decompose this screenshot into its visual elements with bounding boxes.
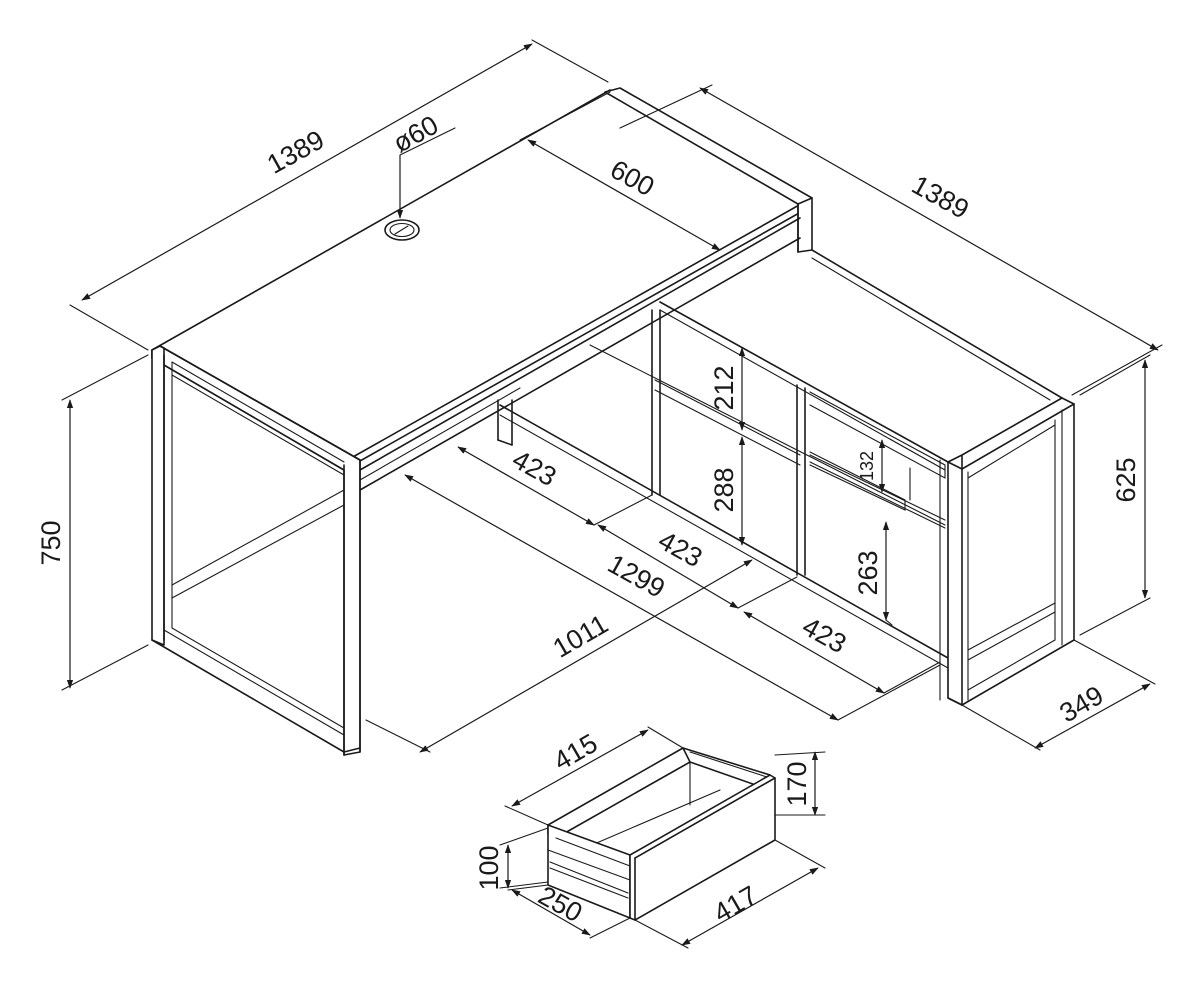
label-shelf-263: 263 (853, 550, 883, 595)
desk-left-frame (151, 345, 361, 756)
label-shelf-212: 212 (709, 365, 739, 410)
label-desk-height: 750 (36, 520, 66, 565)
label-drawer-side-height: 100 (474, 845, 504, 890)
label-return-depth: 349 (1054, 680, 1108, 729)
desk-main (151, 87, 813, 756)
cable-grommet (384, 219, 420, 241)
dimension-lines (61, 39, 1163, 949)
label-shelf-132: 132 (857, 451, 877, 481)
label-cable-hole: ø60 (388, 110, 443, 159)
label-bay-1: 423 (507, 444, 561, 492)
return-end-frame (939, 397, 1075, 706)
label-return-length: 1389 (907, 169, 974, 224)
label-drawer-front-width: 417 (708, 880, 762, 929)
label-return-height: 625 (1111, 457, 1141, 502)
label-drawer-width: 415 (548, 728, 602, 777)
label-desk-length: 1389 (262, 124, 329, 179)
label-drawer-front-height: 170 (782, 761, 812, 806)
label-desk-inner: 1011 (548, 609, 613, 664)
label-shelf-288: 288 (709, 467, 739, 512)
label-bay-2: 423 (653, 525, 707, 573)
label-bay-3: 423 (797, 611, 851, 659)
label-return-inner: 1299 (603, 548, 670, 603)
